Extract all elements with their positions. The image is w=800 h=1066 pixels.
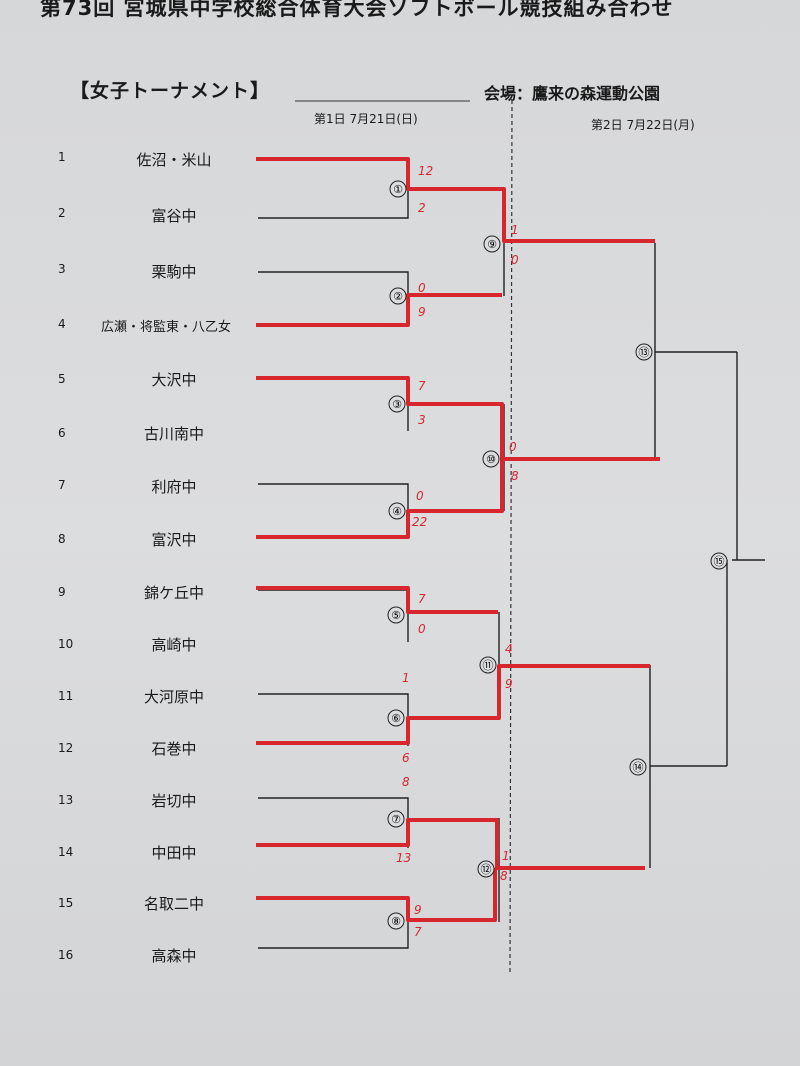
match-15-marker xyxy=(710,552,728,570)
score-m8-bottom: 7 xyxy=(414,925,422,939)
match-11-marker xyxy=(479,656,497,674)
team-name: 広瀬・将監東・八乙女 xyxy=(100,320,231,335)
match-12-marker xyxy=(477,860,495,878)
team-name: 石巻中 xyxy=(151,740,197,758)
team-number: 7 xyxy=(58,478,66,492)
score-m4-top: 0 xyxy=(416,489,424,503)
team-number: 14 xyxy=(58,845,74,859)
match-8-label: ⑧ xyxy=(391,915,401,928)
team-name: 高崎中 xyxy=(151,636,197,654)
match-14-marker xyxy=(629,758,647,776)
score-m9-top: 1 xyxy=(511,223,519,237)
match-4-marker xyxy=(388,502,406,520)
team-name: 大沢中 xyxy=(151,371,197,389)
match-12-label: ⑫ xyxy=(481,863,492,876)
match-10-marker xyxy=(482,450,500,468)
team-name: 中田中 xyxy=(151,844,197,862)
section-heading: 【女子トーナメント】 xyxy=(70,80,271,102)
team-number: 12 xyxy=(58,741,74,755)
score-m6-top: 1 xyxy=(402,671,410,685)
team-number: 4 xyxy=(58,317,66,331)
team-number: 10 xyxy=(58,637,74,651)
team-name: 大河原中 xyxy=(143,688,204,706)
day-divider xyxy=(509,99,513,973)
team-name: 古川南中 xyxy=(143,425,204,443)
team-number: 15 xyxy=(58,896,74,910)
match-13-label: ⑬ xyxy=(639,346,650,359)
team-name: 高森中 xyxy=(151,947,197,965)
winner-lines xyxy=(256,157,660,922)
score-m11-bottom: 9 xyxy=(505,677,513,691)
match-1-label: ① xyxy=(393,183,403,196)
team-name: 佐沼・米山 xyxy=(136,151,212,169)
score-m8-top: 9 xyxy=(414,903,422,917)
score-m12-bottom: 8 xyxy=(500,869,508,883)
score-m1-top: 12 xyxy=(418,164,433,178)
team-name: 岩切中 xyxy=(151,792,197,810)
team-number: 13 xyxy=(58,793,74,807)
match-3-marker xyxy=(388,395,406,413)
score-m11-top: 4 xyxy=(505,642,513,656)
match-9-marker xyxy=(483,235,501,253)
team-number: 8 xyxy=(58,532,66,546)
day2-label: 第2日 7月22日(月) xyxy=(591,118,695,132)
team-number: 16 xyxy=(58,948,74,962)
score-m9-bottom: 0 xyxy=(511,253,519,267)
match-15-label: ⑮ xyxy=(714,555,725,568)
match-8-marker xyxy=(387,912,405,930)
day1-label: 第1日 7月21日(日) xyxy=(314,112,418,126)
score-m10-bottom: 8 xyxy=(511,469,519,483)
match-9-label: ⑨ xyxy=(487,238,497,251)
score-m1-bottom: 2 xyxy=(418,201,426,215)
team-name: 富沢中 xyxy=(151,531,197,549)
match-3-label: ③ xyxy=(392,398,402,411)
team-number: 6 xyxy=(58,426,66,440)
match-4-label: ④ xyxy=(392,505,402,518)
match-11-label: ⑪ xyxy=(483,659,494,672)
score-annotations: 12 2 0 9 7 3 0 22 7 0 1 6 8 13 9 7 1 0 0… xyxy=(396,164,519,939)
match-5-label: ⑤ xyxy=(391,609,401,622)
score-m5-bottom: 0 xyxy=(418,622,426,636)
team-name: 栗駒中 xyxy=(151,263,197,281)
team-number: 5 xyxy=(58,372,66,386)
score-m6-bottom: 6 xyxy=(402,751,410,765)
match-6-marker xyxy=(387,709,405,727)
score-m12-top: 1 xyxy=(502,849,510,863)
match-2-label: ② xyxy=(393,290,403,303)
match-2-marker xyxy=(389,287,407,305)
match-7-marker xyxy=(387,810,405,828)
page-title: 第73回 宮城県中学校総合体育大会ソフトボール競技組み合わせ xyxy=(40,0,674,20)
match-14-label: ⑭ xyxy=(633,761,644,774)
team-number: 1 xyxy=(58,150,66,164)
score-m2-top: 0 xyxy=(418,281,426,295)
team-number: 2 xyxy=(58,206,66,220)
team-number: 9 xyxy=(58,585,66,599)
score-m3-top: 7 xyxy=(418,379,426,393)
team-name: 名取二中 xyxy=(143,895,204,913)
score-m5-top: 7 xyxy=(418,592,426,606)
match-markers: ① ② ③ ④ ⑤ ⑥ ⑦ ⑧ ⑨ ⑩ ⑪ ⑫ ⑬ ⑭ xyxy=(387,180,728,930)
match-7-label: ⑦ xyxy=(391,813,401,826)
score-m7-top: 8 xyxy=(402,775,410,789)
match-1-marker xyxy=(389,180,407,198)
score-m10-top: 0 xyxy=(509,440,517,454)
match-13-marker xyxy=(635,343,653,361)
match-6-label: ⑥ xyxy=(391,712,401,725)
team-name: 利府中 xyxy=(151,478,197,496)
score-m2-bottom: 9 xyxy=(418,305,426,319)
venue-label: 会場：鷹来の森運動公園 xyxy=(484,84,661,103)
score-m4-bottom: 22 xyxy=(412,515,427,529)
team-number: 3 xyxy=(58,262,66,276)
score-m3-bottom: 3 xyxy=(418,413,426,427)
team-name: 錦ケ丘中 xyxy=(143,584,204,602)
score-m7-bottom: 13 xyxy=(396,851,411,865)
match-10-label: ⑩ xyxy=(486,453,496,466)
team-number: 11 xyxy=(58,689,74,703)
match-5-marker xyxy=(387,606,405,624)
team-name: 富谷中 xyxy=(151,207,197,225)
